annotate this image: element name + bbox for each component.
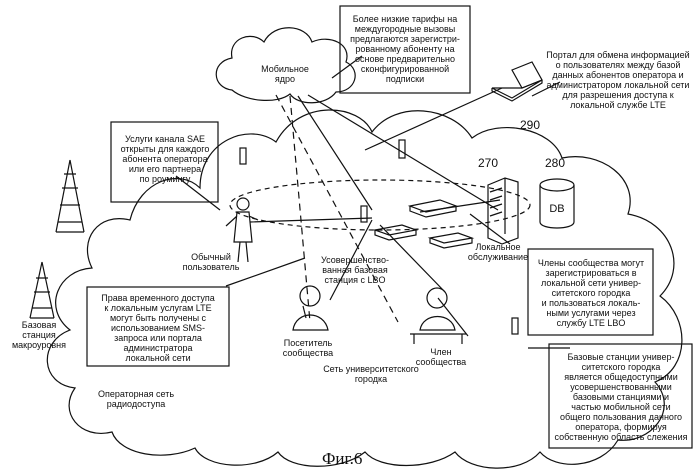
ref-290: 290: [520, 118, 540, 132]
label-ordinary-user: Обычный пользователь: [176, 252, 246, 272]
label-campus-bs: Базовые станции универ- ситетского город…: [551, 352, 691, 442]
label-sae-services: Услуги канала SAE открыты для каждого аб…: [113, 134, 217, 184]
label-temp-access: Права временного доступа к локальным усл…: [89, 293, 227, 363]
label-db: DB: [545, 204, 569, 214]
campus-coverage-ellipse: [230, 180, 530, 230]
switch-icon: [375, 200, 472, 248]
label-visitor: Посетитель сообщества: [268, 338, 348, 358]
figure-caption: Фиг.6: [322, 449, 362, 469]
ref-270: 270: [478, 156, 498, 170]
visitor-icon: [293, 286, 328, 330]
ref-280: 280: [545, 156, 565, 170]
label-enhanced-bs: Усовершенство- ванная базовая станция с …: [305, 255, 405, 285]
label-local-service: Локальное обслуживание: [462, 242, 534, 262]
label-portal: Портал для обмена информацией о пользова…: [540, 50, 696, 110]
label-macro-bs: Базовая станция макроуровня: [4, 320, 74, 350]
label-campus-network: Сеть университетского городка: [316, 364, 426, 384]
label-community-members: Члены сообщества могут зарегистрироватьс…: [530, 258, 652, 328]
label-mobile-core: Мобильное ядро: [250, 64, 320, 84]
label-lower-tariffs: Более низкие тарифы на междугородные выз…: [342, 14, 468, 84]
label-operator-ran: Операторная сеть радиодоступа: [86, 389, 186, 409]
member-icon: [410, 288, 466, 344]
